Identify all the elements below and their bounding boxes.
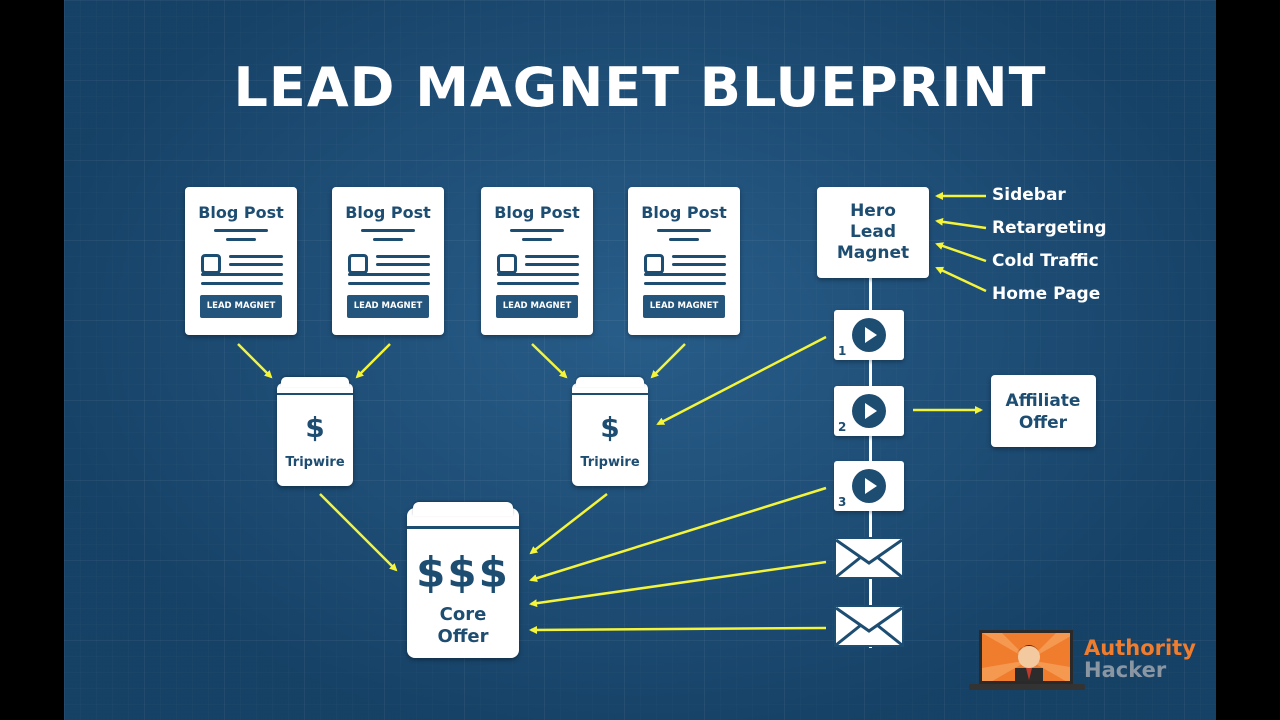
book-divider [572,393,648,395]
arrow-retargeting-to-hero [935,217,987,230]
subhead-line [522,238,552,241]
blog-post-card-4: Blog Post LEAD MAGNET [628,187,740,335]
text-line [525,263,579,266]
blog-post-title: Blog Post [345,203,431,222]
traffic-source-retargeting: Retargeting [992,218,1107,238]
dollar-icon: $ [600,411,620,444]
hero-lead-magnet-card: Hero Lead Magnet [817,187,929,278]
hero-label: Hero Lead Magnet [836,201,910,263]
text-line [201,282,283,285]
blog-post-card-2: Blog Post LEAD MAGNET [332,187,444,335]
text-line [201,273,283,276]
flow-arrows [237,192,987,634]
headline-line [657,229,711,232]
play-icon [852,469,886,503]
headline-line [510,229,564,232]
book-divider [277,393,353,395]
text-line [229,255,283,258]
tripwire-label: Tripwire [580,455,640,470]
lead-magnet-button: LEAD MAGNET [496,295,578,318]
text-line [497,282,579,285]
video-step-1: 1 [834,310,904,360]
arrow-tripwire1-to-core [319,493,398,572]
laptop-base [969,684,1085,690]
core-offer-card: $$$ Core Offer [407,502,519,658]
mascot-icon [979,630,1073,684]
blog-post-card-1: Blog Post LEAD MAGNET [185,187,297,335]
text-line [348,282,430,285]
step-number: 3 [838,495,847,509]
arrow-blog4-to-tripwire2 [650,343,686,379]
text-line [644,273,726,276]
blueprint-canvas: LEAD MAGNET BLUEPRINT Blog Post LEAD MAG… [64,0,1216,720]
email-envelope-icon [834,537,904,579]
arrow-email1-to-core [529,560,827,608]
traffic-source-home-page: Home Page [992,284,1101,304]
text-line [229,263,283,266]
tripwire-card-2: $ Tripwire [572,377,648,486]
text-line [376,263,430,266]
text-line [525,255,579,258]
subhead-line [669,238,699,241]
book-divider [407,526,519,529]
text-line [644,282,726,285]
arrow-blog3-to-tripwire2 [531,343,568,379]
traffic-source-cold-traffic: Cold Traffic [992,251,1099,271]
headline-line [214,229,268,232]
arrow-home-page-to-hero [935,266,987,293]
text-line [376,255,430,258]
affiliate-label: Affiliate Offer [1005,391,1081,433]
image-thumb-icon [644,254,664,274]
image-thumb-icon [497,254,517,274]
dollar-icon: $ [305,411,325,444]
blog-post-card-3: Blog Post LEAD MAGNET [481,187,593,335]
arrow-email2-to-core [529,625,827,634]
blog-post-title: Blog Post [494,203,580,222]
arrow-video1-to-tripwire2 [656,335,827,426]
video-step-2: 2 [834,386,904,436]
brand-word-hacker: Hacker [1084,658,1167,682]
play-icon [852,318,886,352]
subhead-line [226,238,256,241]
book-tab [576,377,644,387]
step-number: 2 [838,420,847,434]
lead-magnet-button: LEAD MAGNET [347,295,429,318]
traffic-source-sidebar: Sidebar [992,185,1066,205]
blog-post-title: Blog Post [198,203,284,222]
play-icon [852,394,886,428]
page-title: LEAD MAGNET BLUEPRINT [233,56,1047,119]
arrow-cold-traffic-to-hero [935,242,987,263]
headline-line [361,229,415,232]
text-line [672,263,726,266]
tripwire-label: Tripwire [285,455,345,470]
authority-hacker-logo: Authority Hacker [969,628,1216,690]
brand-word-authority: Authority [1084,636,1196,660]
triple-dollar-icon: $$$ [416,548,510,597]
blog-post-title: Blog Post [641,203,727,222]
arrow-tripwire2-to-core [529,493,608,555]
arrow-video3-to-core [529,486,827,583]
lead-magnet-button: LEAD MAGNET [200,295,282,318]
arrow-blog1-to-tripwire1 [237,343,273,379]
image-thumb-icon [201,254,221,274]
image-thumb-icon [348,254,368,274]
email-envelope-icon [834,605,904,647]
lead-magnet-button: LEAD MAGNET [643,295,725,318]
tripwire-card-1: $ Tripwire [277,377,353,486]
book-tab [413,502,513,516]
subhead-line [373,238,403,241]
arrow-blog2-to-tripwire1 [355,343,391,379]
text-line [348,273,430,276]
text-line [672,255,726,258]
step-number: 1 [838,344,847,358]
video-step-3: 3 [834,461,904,511]
text-line [497,273,579,276]
book-tab [281,377,349,387]
affiliate-offer-card: Affiliate Offer [991,375,1096,447]
core-offer-label: Core Offer [437,604,489,647]
